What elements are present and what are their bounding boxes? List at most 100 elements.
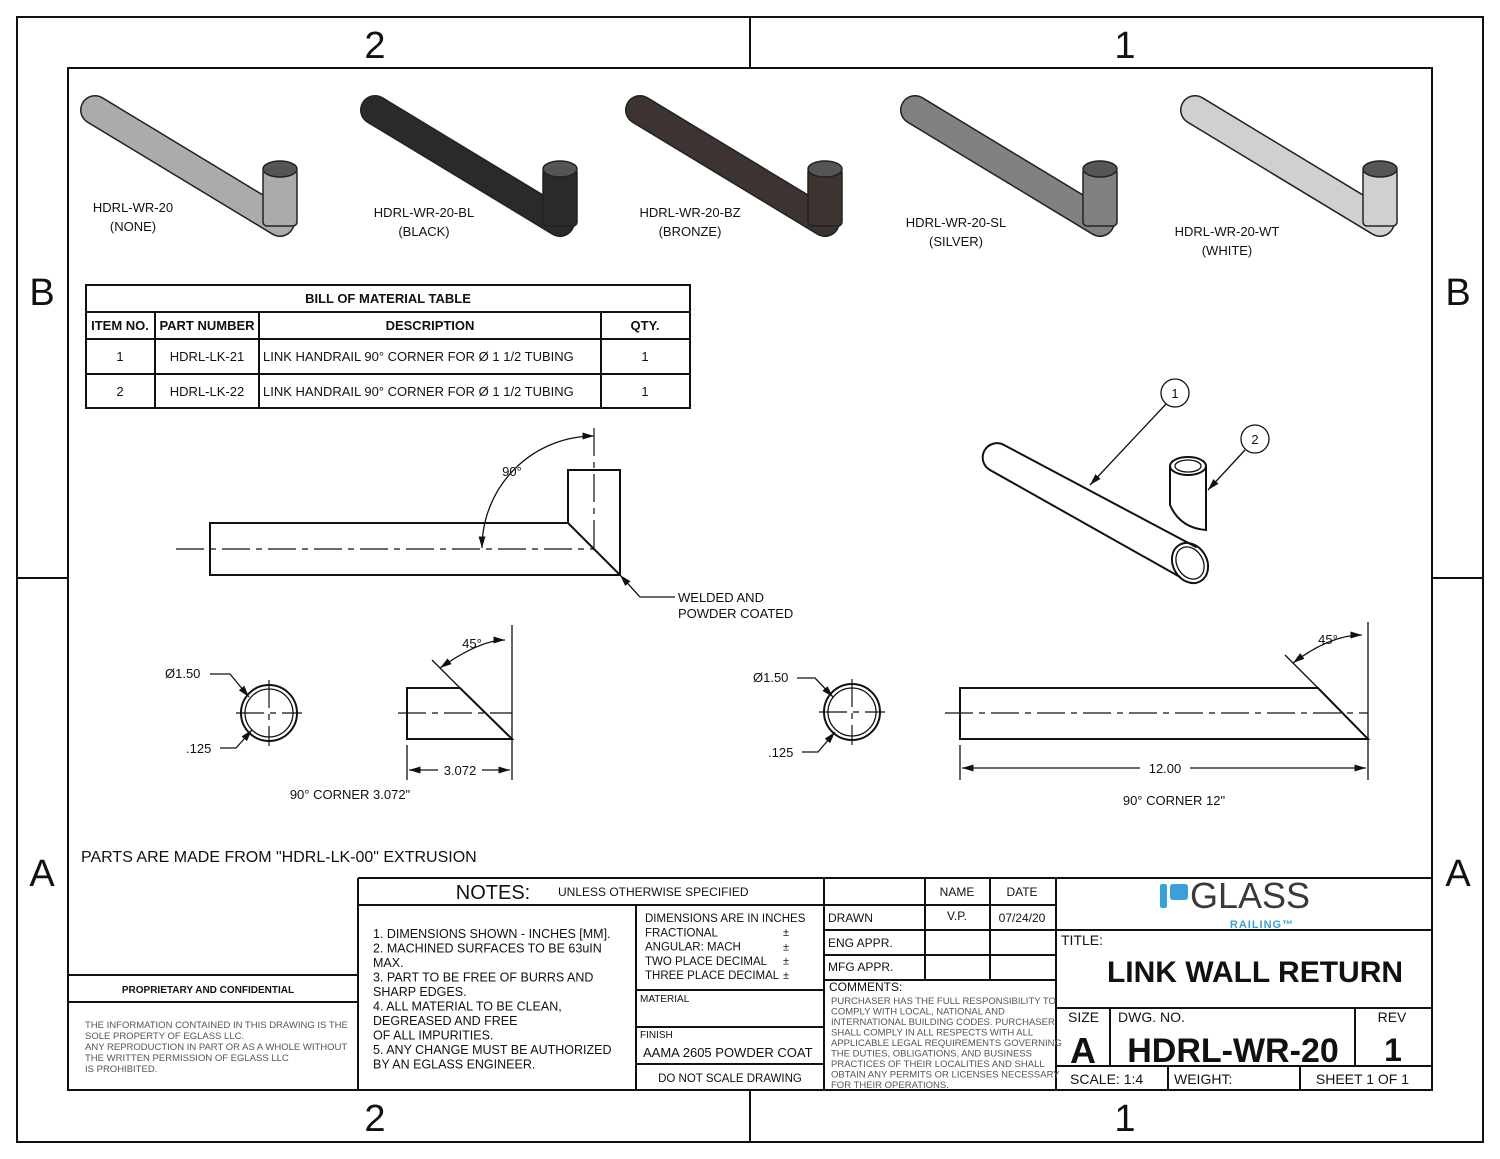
cell: HDRL-LK-21 bbox=[170, 349, 244, 364]
variant-part-number: HDRL-WR-20-SL bbox=[906, 215, 1006, 230]
view-caption: 90° CORNER 3.072" bbox=[290, 787, 411, 802]
text-line: THE WRITTEN PERMISSION OF EGLASS LLC bbox=[85, 1053, 289, 1064]
title-block: PROPRIETARY AND CONFIDENTIAL THE INFORMA… bbox=[68, 875, 1432, 1091]
text-line: THREE PLACE DECIMAL bbox=[645, 970, 780, 982]
length-label: 12.00 bbox=[1149, 761, 1182, 776]
text-line: PRACTICES OF THEIR LOCALITIES AND SHALL bbox=[831, 1059, 1045, 1070]
rev-value: 1 bbox=[1384, 1032, 1402, 1068]
text-line: FRACTIONAL bbox=[645, 927, 718, 939]
variant-finish: (NONE) bbox=[110, 219, 156, 234]
detail-3072: Ø1.50 .125 45° 3.072 90° CORNER 3.072" bbox=[165, 625, 515, 802]
variant-finish: (BRONZE) bbox=[659, 224, 722, 239]
cell: 1 bbox=[641, 384, 648, 399]
text-line: MAX. bbox=[373, 956, 404, 970]
variant-finish: (BLACK) bbox=[398, 224, 449, 239]
text-line: DIMENSIONS ARE IN INCHES bbox=[645, 913, 806, 925]
table-row: 1 HDRL-LK-21 LINK HANDRAIL 90° CORNER FO… bbox=[116, 349, 648, 364]
wall-label: .125 bbox=[186, 741, 211, 756]
size-label: SIZE bbox=[1068, 1009, 1099, 1025]
drawn-name: V.P. bbox=[947, 909, 967, 923]
zone-label: 1 bbox=[1114, 1098, 1135, 1140]
balloon-2: 2 bbox=[1251, 432, 1258, 447]
variant-part-number: HDRL-WR-20-WT bbox=[1175, 224, 1280, 239]
text-line: ANY REPRODUCTION IN PART OR AS A WHOLE W… bbox=[85, 1042, 347, 1053]
balloon-1: 1 bbox=[1171, 386, 1178, 401]
tube-opening bbox=[1362, 160, 1398, 178]
detail-12: Ø1.50 .125 45° 12.00 90° CORNER 12" bbox=[753, 622, 1371, 808]
weld-note: WELDED AND bbox=[678, 590, 764, 605]
comments-text: PURCHASER HAS THE FULL RESPONSIBILITY TO… bbox=[831, 996, 1062, 1091]
cell: 1 bbox=[116, 349, 123, 364]
size-value: A bbox=[1070, 1030, 1096, 1071]
diameter-label: Ø1.50 bbox=[165, 666, 200, 681]
title-label: TITLE: bbox=[1061, 932, 1103, 948]
exploded-view: 1 2 bbox=[981, 378, 1270, 585]
mfg-appr-label: MFG APPR. bbox=[828, 960, 893, 974]
angle-label: 90° bbox=[502, 464, 522, 479]
view-caption: 90° CORNER 12" bbox=[1123, 793, 1226, 808]
text-line: 2. MACHINED SURFACES TO BE 63uIN bbox=[373, 942, 602, 956]
text-line: TWO PLACE DECIMAL bbox=[645, 956, 768, 968]
diameter-label: Ø1.50 bbox=[753, 670, 788, 685]
text-line: ANGULAR: MACH bbox=[645, 942, 741, 954]
finish-value: AAMA 2605 POWDER COAT bbox=[643, 1045, 813, 1060]
bom-header: PART NUMBER bbox=[159, 318, 255, 333]
extrusion-note: PARTS ARE MADE FROM "HDRL-LK-00" EXTRUSI… bbox=[81, 849, 477, 866]
text-line: OF ALL IMPURITIES. bbox=[373, 1029, 493, 1043]
table-row: 2 HDRL-LK-22 LINK HANDRAIL 90° CORNER FO… bbox=[116, 384, 648, 399]
text-line: COMPLY WITH LOCAL, NATIONAL AND bbox=[831, 1007, 1005, 1018]
bill-of-material-table: BILL OF MATERIAL TABLE ITEM NO. PART NUM… bbox=[85, 284, 691, 409]
text-line: 1. DIMENSIONS SHOWN - INCHES [MM]. bbox=[373, 927, 611, 941]
variant-finish: (WHITE) bbox=[1202, 243, 1253, 258]
zone-label: B bbox=[1445, 272, 1470, 314]
drawn-date: 07/24/20 bbox=[999, 911, 1046, 925]
logo-subtext: RAILING™ bbox=[1230, 919, 1294, 931]
variant-render: HDRL-WR-20-BZ(BRONZE) bbox=[625, 95, 843, 239]
cell: 2 bbox=[116, 384, 123, 399]
text-line: INTERNATIONAL BUILDING CODES. PURCHASER bbox=[831, 1017, 1055, 1028]
eglass-logo: GLASS RAILING™ bbox=[1160, 875, 1310, 931]
proprietary-text: THE INFORMATION CONTAINED IN THIS DRAWIN… bbox=[85, 1020, 348, 1075]
cell: 1 bbox=[641, 349, 648, 364]
weight: WEIGHT: bbox=[1174, 1071, 1232, 1087]
drawn-label: DRAWN bbox=[828, 911, 873, 925]
text-line: THE INFORMATION CONTAINED IN THIS DRAWIN… bbox=[85, 1020, 348, 1031]
plus-minus-symbol: ± bbox=[783, 970, 789, 982]
dwg-no: HDRL-WR-20 bbox=[1127, 1032, 1339, 1070]
angle-label: 45° bbox=[1318, 632, 1338, 647]
variant-render: HDRL-WR-20-SL (SILVER) bbox=[900, 95, 1118, 249]
tube-opening bbox=[1082, 160, 1118, 178]
text-line: DEGREASED AND FREE bbox=[373, 1014, 517, 1028]
text-line: APPLICABLE LEGAL REQUIREMENTS GOVERNING bbox=[831, 1038, 1062, 1049]
plus-minus-symbol: ± bbox=[783, 956, 789, 968]
cell: LINK HANDRAIL 90° CORNER FOR Ø 1 1/2 TUB… bbox=[263, 384, 574, 399]
sheet: SHEET 1 OF 1 bbox=[1316, 1071, 1409, 1087]
bom-header: DESCRIPTION bbox=[386, 318, 475, 333]
variant-finish: (SILVER) bbox=[929, 234, 983, 249]
notes-subtitle: UNLESS OTHERWISE SPECIFIED bbox=[558, 885, 749, 899]
text-line: PURCHASER HAS THE FULL RESPONSIBILITY TO bbox=[831, 996, 1056, 1007]
text-line: IS PROHIBITED. bbox=[85, 1064, 157, 1075]
logo-text: GLASS bbox=[1190, 875, 1310, 916]
tube-opening bbox=[542, 160, 578, 178]
text-line: SHALL COMPLY IN ALL RESPECTS WITH ALL bbox=[831, 1028, 1033, 1039]
tube-opening bbox=[807, 160, 843, 178]
bom-title: BILL OF MATERIAL TABLE bbox=[305, 291, 471, 306]
finish-label: FINISH bbox=[640, 1030, 673, 1041]
bom-header: ITEM NO. bbox=[91, 318, 149, 333]
tolerances: DIMENSIONS ARE IN INCHES FRACTIONAL ANGULA… bbox=[645, 913, 806, 982]
notes-title: NOTES: bbox=[456, 882, 530, 904]
rev-label: REV bbox=[1378, 1009, 1407, 1025]
eng-appr-label: ENG APPR. bbox=[828, 936, 893, 950]
tube-opening bbox=[262, 160, 298, 178]
plus-minus-symbol: ± bbox=[783, 941, 789, 953]
text-line: 3. PART TO BE FREE OF BURRS AND bbox=[373, 971, 593, 985]
top-view: 90° WELDED AND POWDER COATED bbox=[176, 428, 793, 621]
text-line: SOLE PROPERTY OF EGLASS LLC. bbox=[85, 1031, 244, 1042]
zone-label: 2 bbox=[364, 25, 385, 67]
notes-list: 1. DIMENSIONS SHOWN - INCHES [MM].2. MAC… bbox=[373, 927, 611, 1072]
plus-minus-symbol: ± bbox=[783, 927, 789, 939]
text-line: 4. ALL MATERIAL TO BE CLEAN, bbox=[373, 1000, 562, 1014]
bom-header: QTY. bbox=[631, 318, 660, 333]
weld-note: POWDER COATED bbox=[678, 606, 793, 621]
